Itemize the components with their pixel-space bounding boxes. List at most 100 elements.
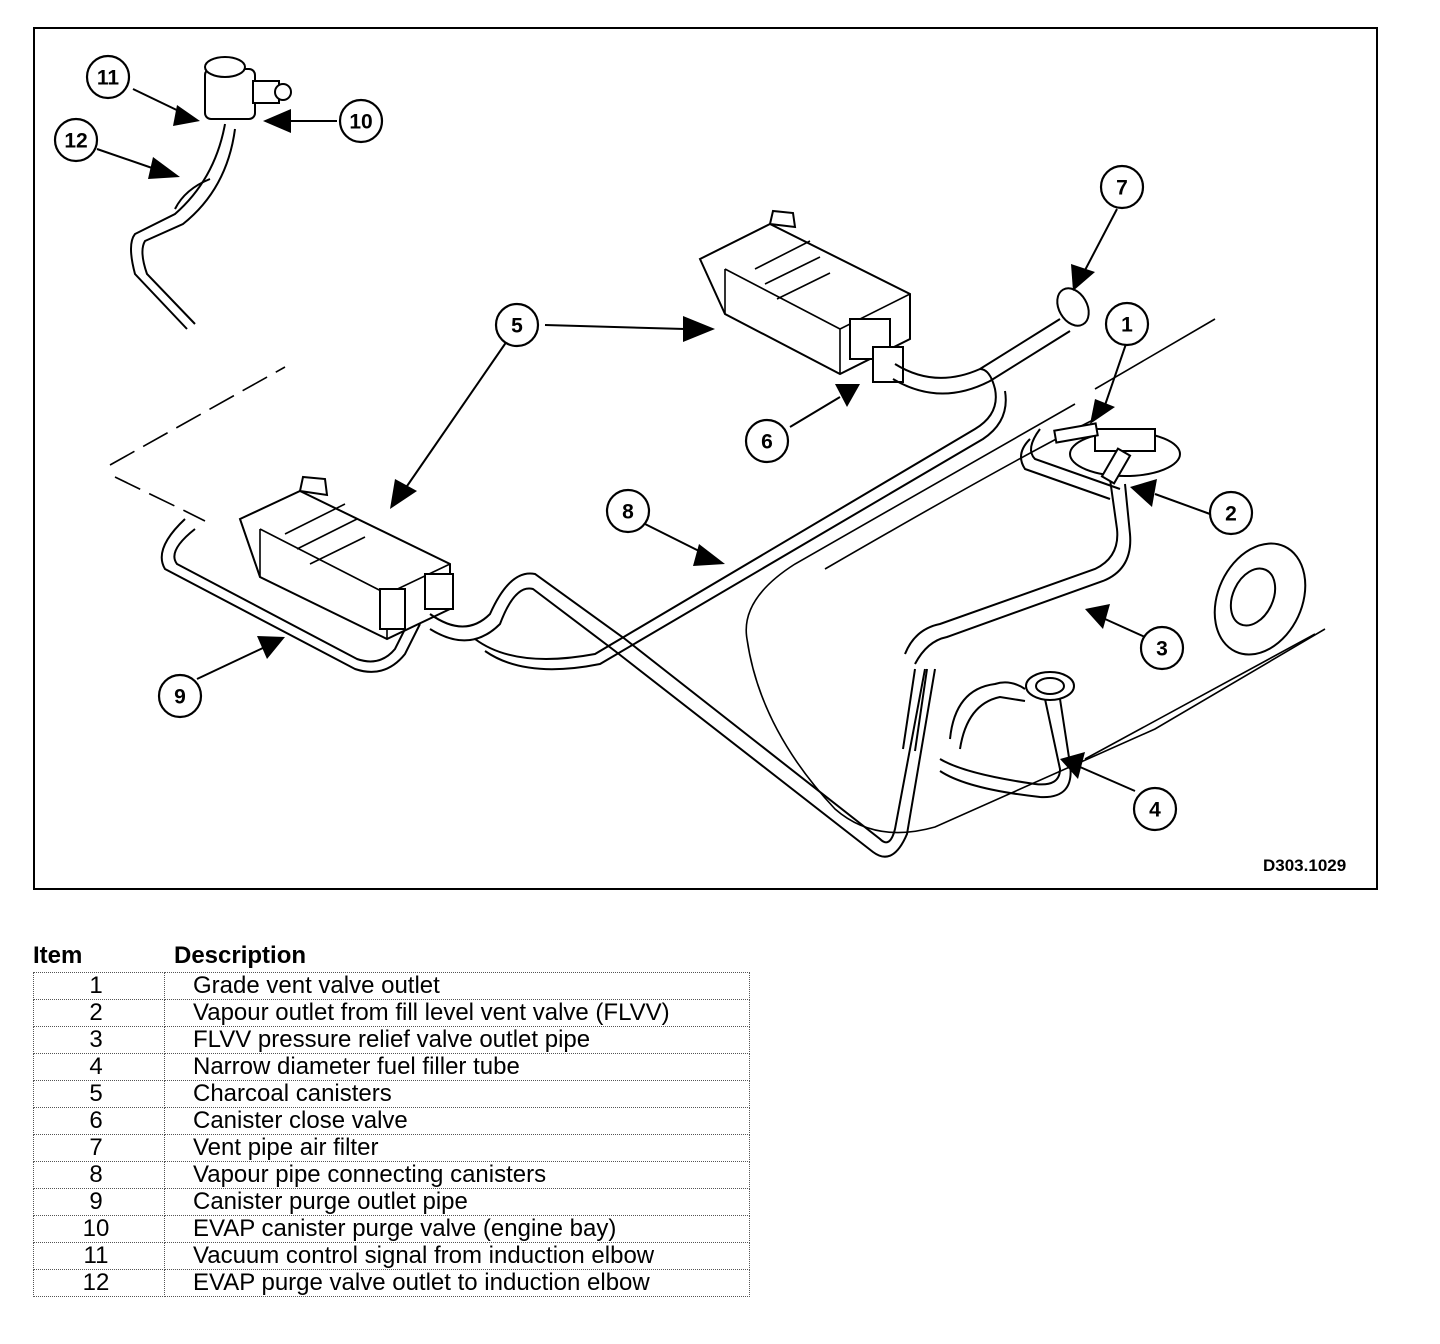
item-number: 11 (33, 1242, 165, 1270)
purge-pipe (141, 128, 236, 325)
item-number: 9 (33, 1188, 165, 1216)
callout-3: 3 (1139, 625, 1185, 671)
canister-purge-outlet-pipe (173, 528, 411, 663)
filler-tube (939, 698, 1062, 786)
canister-close-valve (872, 346, 904, 383)
flvv-pipe (904, 478, 1119, 655)
item-number: 12 (33, 1269, 165, 1297)
svg-text:1: 1 (1121, 314, 1133, 337)
svg-text:7: 7 (1116, 177, 1128, 200)
svg-text:4: 4 (1149, 799, 1161, 822)
vapour-pipe-upper (474, 368, 997, 660)
callout-6: 6 (744, 418, 790, 464)
callout-2: 2 (1208, 490, 1254, 536)
item-number: 5 (33, 1080, 165, 1108)
fuel-tank (745, 403, 1326, 834)
canister-edge (724, 268, 911, 374)
callout-10: 10 (338, 98, 384, 144)
vapour-outlet (1100, 447, 1132, 485)
item-column-header: Item (33, 942, 83, 969)
item-number: 1 (33, 972, 165, 1000)
grade-vent-pipe (1020, 438, 1111, 500)
filler-tube-branch (949, 681, 1026, 740)
item-description: Vapour pipe connecting canisters (164, 1161, 750, 1189)
callout-11: 11 (85, 54, 131, 100)
svg-text:8: 8 (622, 501, 634, 524)
diagram-drawing: 1 2 3 4 5 6 7 8 9 10 11 12 D303.1029 (53, 54, 1346, 875)
svg-text:12: 12 (64, 130, 87, 153)
item-description: Charcoal canisters (164, 1080, 750, 1108)
filler-tube-branch (959, 695, 1026, 750)
callout-5: 5 (494, 302, 540, 348)
item-description: Canister close valve (164, 1107, 750, 1135)
callout-1: 1 (1104, 301, 1150, 347)
grade-vent-pipe (1030, 428, 1121, 490)
vapour-pipe (429, 587, 936, 858)
body-outline (114, 476, 206, 522)
vent-pipe (894, 318, 1061, 379)
figure-reference: D303.1029 (1263, 856, 1346, 875)
filler-neck-inner (1035, 677, 1065, 695)
item-description: Vapour outlet from fill level vent valve… (164, 999, 750, 1027)
description-column-header: Description (174, 942, 307, 969)
item-description: EVAP purge valve outlet to induction elb… (164, 1269, 750, 1297)
item-description: Vent pipe air filter (164, 1134, 750, 1162)
flvv-pipe (914, 483, 1132, 665)
canister-tab (298, 475, 329, 497)
callout-8: 8 (605, 488, 651, 534)
canister-ribs (284, 503, 366, 565)
filler-tube (939, 698, 1072, 799)
item-description: Canister purge outlet pipe (164, 1188, 750, 1216)
charcoal-canister-left (238, 489, 451, 641)
item-number: 10 (33, 1215, 165, 1243)
item-description: Grade vent valve outlet (164, 972, 750, 1000)
purge-pipe (130, 123, 226, 330)
item-number: 3 (33, 1026, 165, 1054)
svg-text:2: 2 (1225, 503, 1237, 526)
svg-text:3: 3 (1156, 638, 1168, 661)
body-outline (1084, 633, 1316, 760)
svg-text:9: 9 (174, 686, 186, 709)
item-description: Narrow diameter fuel filler tube (164, 1053, 750, 1081)
item-number: 4 (33, 1053, 165, 1081)
leader-lines (96, 88, 1211, 792)
canister-ribs (754, 240, 831, 300)
canister-port (379, 588, 406, 630)
callout-4: 4 (1132, 786, 1178, 832)
legend-header: Item Description (33, 942, 750, 972)
canister-port (424, 573, 454, 610)
vapour-pipe-upper (484, 390, 1007, 671)
evap-system-diagram: 1 2 3 4 5 6 7 8 9 10 11 12 D303.1029 (33, 27, 1378, 890)
vent-air-filter (1056, 287, 1090, 327)
tank-fitting-inner (1229, 567, 1277, 627)
canister-tab (768, 209, 797, 229)
item-description: Vacuum control signal from induction elb… (164, 1242, 750, 1270)
flvv-pipe-down (902, 668, 928, 752)
vapour-pipe (429, 572, 926, 844)
item-number: 7 (33, 1134, 165, 1162)
item-number: 2 (33, 999, 165, 1027)
svg-text:5: 5 (511, 315, 523, 338)
purge-pipe-branch (174, 178, 211, 210)
canister-purge-outlet-pipe (160, 518, 421, 673)
grade-vent-outlet (1053, 422, 1099, 444)
svg-text:6: 6 (761, 431, 773, 454)
callout-12: 12 (53, 117, 99, 163)
purge-valve-port (274, 83, 292, 101)
purge-valve-cap (204, 56, 246, 78)
item-description: FLVV pressure relief valve outlet pipe (164, 1026, 750, 1054)
item-number: 6 (33, 1107, 165, 1135)
